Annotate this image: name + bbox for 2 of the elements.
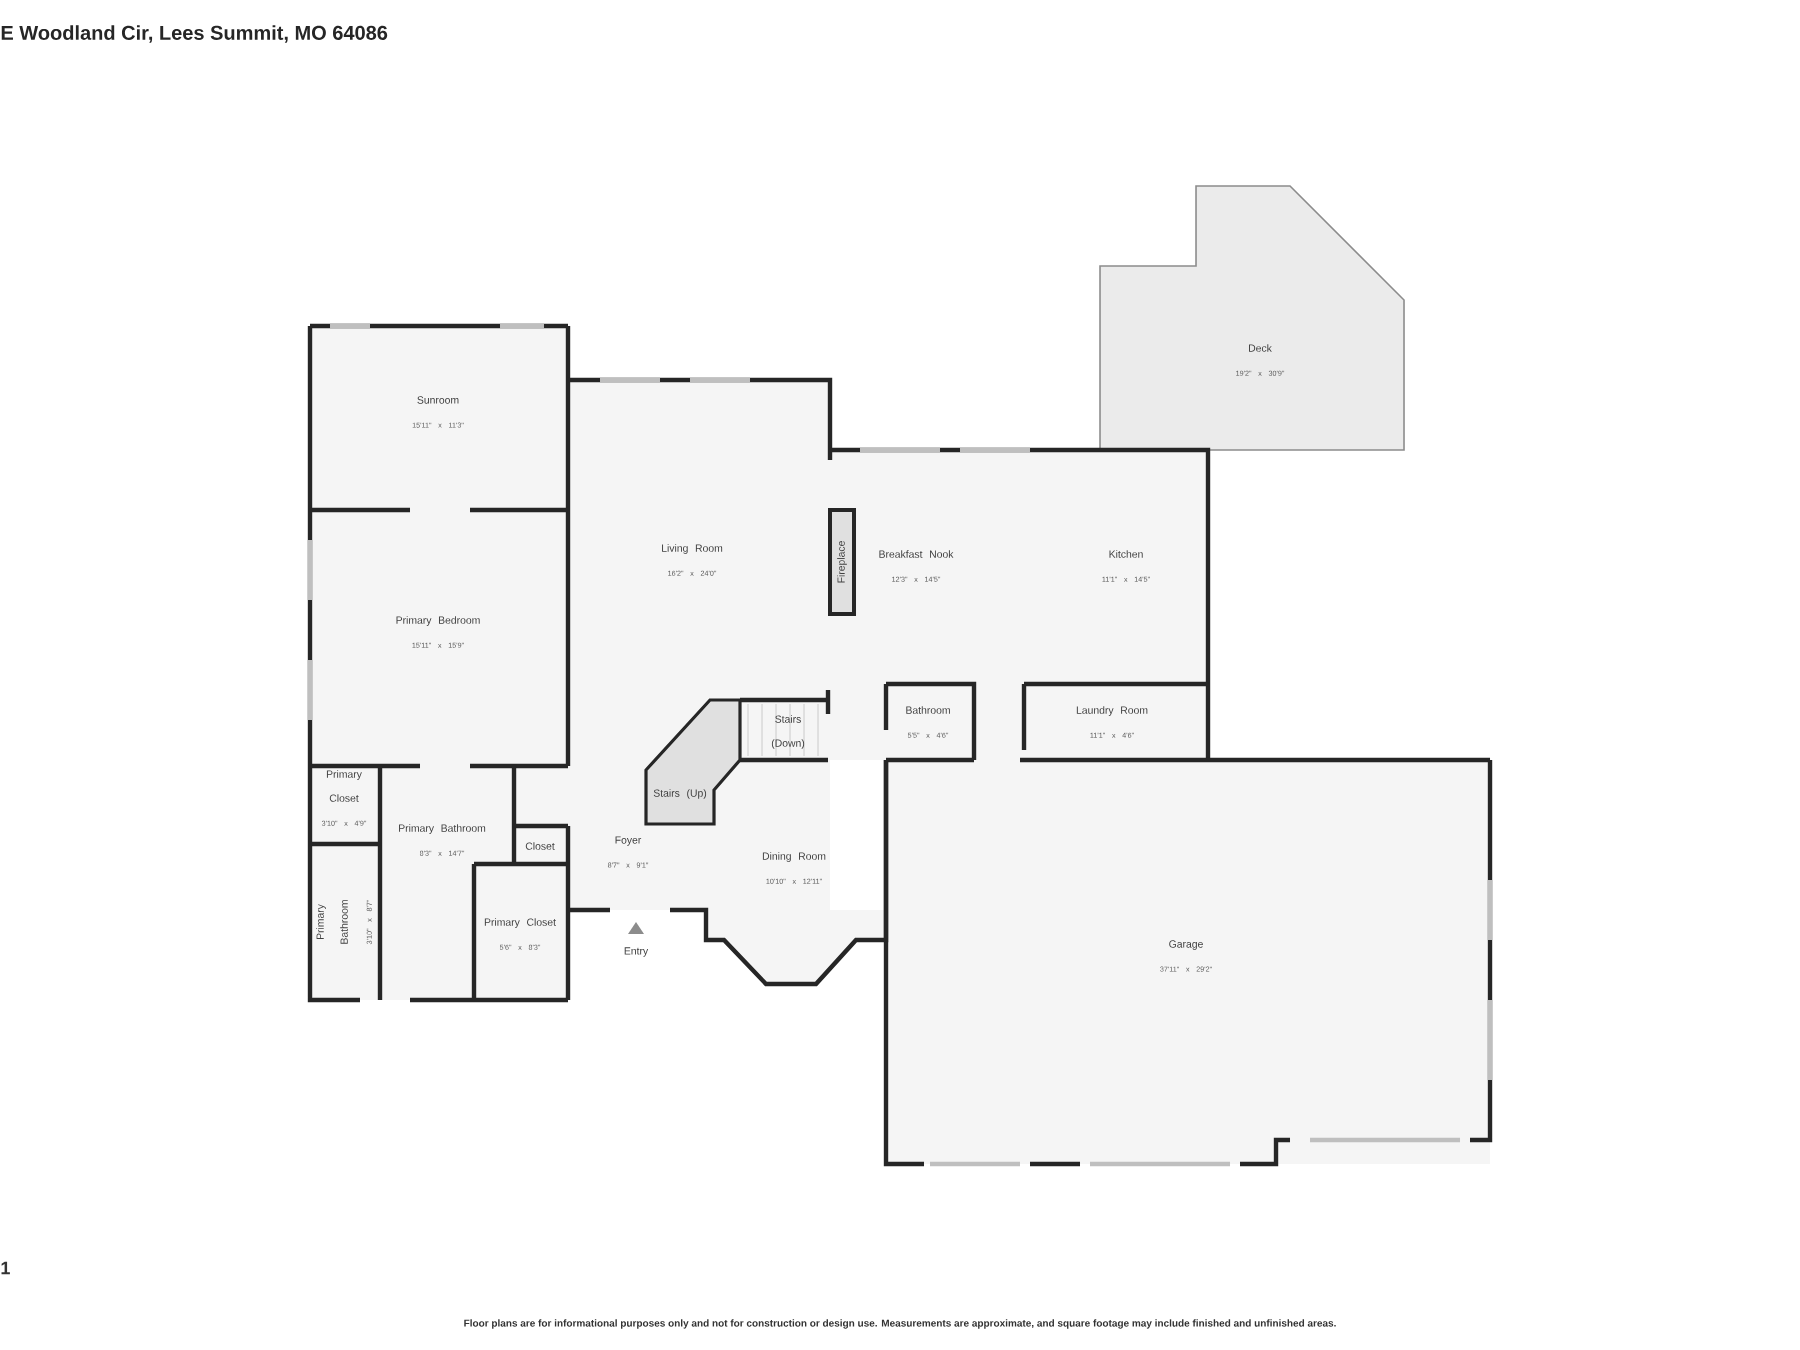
title: E Woodland Cir, Lees Summit, MO 64086 (1, 25, 388, 43)
page-number: 1 (1, 1261, 10, 1275)
